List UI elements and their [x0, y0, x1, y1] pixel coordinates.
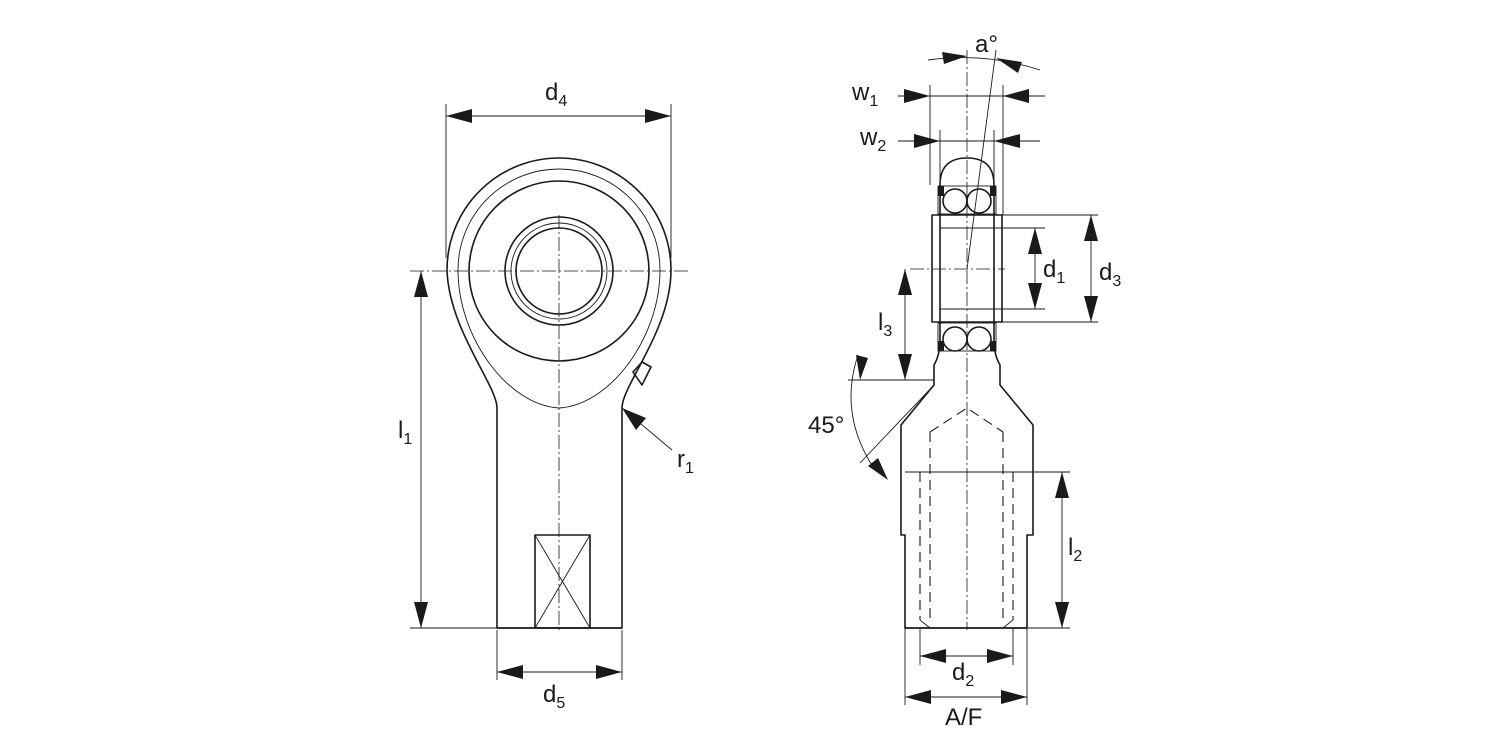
outer-ring-circle — [468, 180, 650, 362]
side-housing-outline — [900, 157, 1034, 629]
seal-marker-lr — [990, 341, 996, 351]
thread-chamfer — [919, 619, 1014, 629]
seal-marker-ll — [938, 341, 944, 351]
d3-arrow-top — [1084, 215, 1098, 241]
a-degree-label: a° — [975, 31, 998, 58]
angle-45-label: 45° — [808, 412, 844, 439]
af-arrow-right — [1001, 690, 1027, 704]
r1-arrow — [622, 408, 646, 430]
a-arrow-left — [942, 52, 967, 64]
l2-arrow-top — [1055, 472, 1069, 498]
d1-arrow-top — [1028, 228, 1042, 254]
l1-arrow-bottom — [414, 602, 428, 628]
seal-marker-ul — [938, 186, 944, 196]
ball-lower-left — [942, 326, 968, 352]
angle-45-arrow-bottom — [868, 458, 888, 480]
r1-label: r1 — [677, 446, 694, 477]
d4-arrow-left — [446, 109, 472, 123]
d2-arrow-left — [920, 649, 946, 663]
a-angle-arc — [927, 57, 1041, 71]
w2-arrow-left — [914, 134, 940, 148]
d3-arrow-bottom — [1084, 296, 1098, 322]
front-view: d4 l1 d5 r1 — [398, 79, 694, 712]
l3-arrow-top — [898, 269, 912, 295]
l3-arrow-bottom — [898, 354, 912, 380]
l2-arrow-bottom — [1055, 602, 1069, 628]
af-label: A/F — [945, 704, 982, 731]
wrench-flats — [534, 534, 591, 629]
inner-ring-circle — [504, 216, 614, 326]
d4-arrow-right — [645, 109, 671, 123]
w2-arrow-right — [994, 134, 1020, 148]
l2-label: l2 — [1068, 534, 1082, 565]
lower-ball-cage — [937, 322, 997, 352]
l1-label: l1 — [398, 417, 412, 448]
ball-upper-right — [966, 188, 992, 214]
inner-ring-profile — [931, 214, 1003, 323]
d2-label: d2 — [952, 659, 974, 690]
ball-lower-right — [966, 326, 992, 352]
d5-arrow-right — [596, 665, 622, 679]
angle-45-arc — [850, 354, 876, 471]
side-view: a° w1 w2 d1 d3 l3 — [808, 31, 1121, 731]
tilt-angle-line — [966, 49, 997, 270]
d1-arrow-bottom — [1028, 283, 1042, 309]
a-arrow-right — [996, 58, 1022, 73]
housing-outline — [446, 157, 672, 629]
l1-arrow-top — [414, 271, 428, 297]
d1-label: d1 — [1043, 256, 1065, 287]
w2-label: w2 — [859, 124, 886, 155]
d3-label: d3 — [1099, 259, 1121, 290]
drill-point-hidden — [929, 407, 1004, 433]
bore-circle — [515, 227, 603, 315]
d5-label: d5 — [543, 681, 565, 712]
inner-ring-chamfer — [510, 222, 608, 320]
af-arrow-left — [905, 690, 931, 704]
seal-marker-ur — [990, 186, 996, 196]
w1-arrow-left — [904, 89, 930, 103]
angle-45-arrow-top — [856, 355, 868, 380]
w1-arrow-right — [1003, 89, 1029, 103]
d2-arrow-right — [987, 649, 1013, 663]
l3-label: l3 — [878, 309, 892, 340]
housing-inner-edge — [457, 168, 661, 409]
flats-diagonal-b — [534, 534, 591, 629]
w1-label: w1 — [851, 79, 878, 110]
upper-ball-cage — [937, 185, 997, 215]
ball-upper-left — [942, 188, 968, 214]
lubrication-nipple — [632, 361, 652, 386]
d5-arrow-left — [497, 665, 523, 679]
d4-label: d4 — [545, 79, 567, 110]
chamfer-extension — [859, 384, 935, 464]
